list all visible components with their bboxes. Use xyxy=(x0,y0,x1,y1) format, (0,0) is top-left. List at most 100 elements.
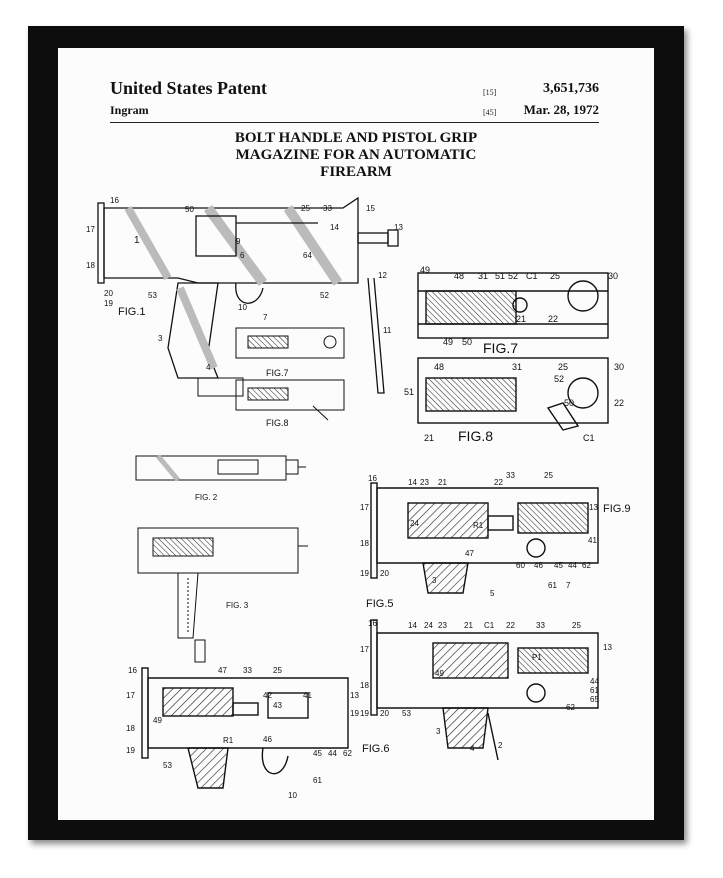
ref-62-fig9: 62 xyxy=(582,561,591,570)
ref-4: 4 xyxy=(206,363,211,372)
figure-7-small-drawing xyxy=(235,327,345,359)
ref-33-fig9: 33 xyxy=(506,471,515,480)
figure-6-numerals: 16 17 18 19 20 53 14 24 23 21 C1 22 33 2… xyxy=(360,619,612,753)
ref-21: 21 xyxy=(516,314,526,324)
figure-4-numerals: 16 17 18 19 47 33 25 13 19 41 42 43 49 R… xyxy=(126,666,359,800)
ref-42-fig4: 42 xyxy=(263,691,272,700)
ref-49: 49 xyxy=(420,265,430,275)
inventor-name: Ingram xyxy=(110,103,149,117)
ref-61-fig6: 61 xyxy=(590,686,599,695)
figure-9-drawing xyxy=(370,482,599,594)
figure-1-numerals: 16 17 18 19 20 1 50 25 33 15 13 14 9 6 6… xyxy=(86,196,403,372)
header-rule xyxy=(110,122,599,123)
ref-c1-fig6: C1 xyxy=(484,621,495,630)
ref-61-fig9: 61 xyxy=(548,581,557,590)
patent-office-title: United States Patent xyxy=(110,78,267,98)
ref-43-fig4: 43 xyxy=(273,701,282,710)
ref-52-fig8: 52 xyxy=(554,374,564,384)
ref-25: 25 xyxy=(301,204,310,213)
ref-44-fig4: 44 xyxy=(328,749,337,758)
figure-9-label: FIG.9 xyxy=(603,503,631,515)
ref-50-fig7: 50 xyxy=(462,337,472,347)
ref-64: 64 xyxy=(303,251,312,260)
figure-7-numerals: 49 48 31 51 52 C1 25 30 21 22 49 50 xyxy=(420,265,618,347)
figure-6-drawing xyxy=(370,619,599,761)
ref-3-fig9: 3 xyxy=(432,576,437,585)
ref-33: 33 xyxy=(323,204,332,213)
ref-17-fig9: 17 xyxy=(360,503,369,512)
figure-3-drawing xyxy=(137,527,308,663)
ref-19: 19 xyxy=(104,299,113,308)
ref-25-fig4: 25 xyxy=(273,666,282,675)
figure-7-large-label: FIG.7 xyxy=(483,340,518,356)
ref-53-fig6: 53 xyxy=(402,709,411,718)
ref-48: 48 xyxy=(454,271,464,281)
ref-52-fig7: 52 xyxy=(508,271,518,281)
ref-24-fig9: 24 xyxy=(410,519,419,528)
ref-16: 16 xyxy=(110,196,119,205)
ref-10: 10 xyxy=(238,303,247,312)
ref-21-fig9: 21 xyxy=(438,478,447,487)
figure-9-numerals: 16 17 18 19 20 14 23 21 33 22 25 13 24 R… xyxy=(360,471,598,598)
figure-8-small-drawing xyxy=(235,379,345,421)
ref-49-fig4: 49 xyxy=(153,716,162,725)
ref-49-fig6: 49 xyxy=(435,669,444,678)
ref-19-fig9: 19 xyxy=(360,569,369,578)
ref-13-fig4: 13 xyxy=(350,691,359,700)
ref-25-fig8: 25 xyxy=(558,362,568,372)
ref-22-fig6: 22 xyxy=(506,621,515,630)
ref-47-fig4: 47 xyxy=(218,666,227,675)
ref-23-fig9: 23 xyxy=(420,478,429,487)
ref-2-fig6: 2 xyxy=(498,741,503,750)
ref-53: 53 xyxy=(148,291,157,300)
number-field-code: [15] xyxy=(483,88,497,97)
ref-22-fig9: 22 xyxy=(494,478,503,487)
ref-52: 52 xyxy=(320,291,329,300)
figure-2-label: FIG. 2 xyxy=(195,493,218,502)
ref-33-fig6: 33 xyxy=(536,621,545,630)
ref-48-fig8: 48 xyxy=(434,362,444,372)
ref-1: 1 xyxy=(134,235,140,246)
ref-16-fig6: 16 xyxy=(368,619,377,628)
ref-51: 51 xyxy=(495,271,505,281)
ref-3: 3 xyxy=(158,334,163,343)
ref-21-fig8: 21 xyxy=(424,433,434,443)
figure-3-label: FIG. 3 xyxy=(226,601,249,610)
ref-62-fig6: 62 xyxy=(566,703,575,712)
ref-22: 22 xyxy=(548,314,558,324)
ref-17-fig4: 17 xyxy=(126,691,135,700)
date-field-code: [45] xyxy=(483,108,497,117)
ref-r1-fig4: R1 xyxy=(223,736,234,745)
ref-13-fig6: 13 xyxy=(603,643,612,652)
ref-50: 50 xyxy=(185,205,194,214)
ref-9: 9 xyxy=(236,237,241,246)
ref-46-fig4: 46 xyxy=(263,735,272,744)
ref-11: 11 xyxy=(383,326,392,335)
figure-8-large-label: FIG.8 xyxy=(458,428,493,444)
ref-3-fig6: 3 xyxy=(436,727,441,736)
ref-61-fig4: 61 xyxy=(313,776,322,785)
ref-20-fig9: 20 xyxy=(380,569,389,578)
ref-p1-fig6: P1 xyxy=(532,653,542,662)
ref-23-fig6: 23 xyxy=(438,621,447,630)
ref-18-fig6: 18 xyxy=(360,681,369,690)
ref-c1-fig8: C1 xyxy=(583,433,595,443)
ref-30-fig8: 30 xyxy=(614,362,624,372)
ref-19-fig4: 19 xyxy=(126,746,135,755)
ref-6: 6 xyxy=(240,251,245,260)
ref-14-fig6: 14 xyxy=(408,621,417,630)
ref-31-fig8: 31 xyxy=(512,362,522,372)
ref-20: 20 xyxy=(104,289,113,298)
ref-25-fig7: 25 xyxy=(550,271,560,281)
ref-14: 14 xyxy=(330,223,339,232)
ref-25-fig9: 25 xyxy=(544,471,553,480)
ref-7: 7 xyxy=(263,313,268,322)
ref-41-fig9: 41 xyxy=(588,536,597,545)
ref-7-fig9: 7 xyxy=(566,581,571,590)
figure-7-small-label: FIG.7 xyxy=(266,368,289,378)
ref-14-fig9: 14 xyxy=(408,478,417,487)
ref-65-fig6: 65 xyxy=(590,695,599,704)
ref-c1-fig7: C1 xyxy=(526,271,538,281)
ref-45-fig9: 45 xyxy=(554,561,563,570)
ref-60-fig9: 60 xyxy=(516,561,525,570)
